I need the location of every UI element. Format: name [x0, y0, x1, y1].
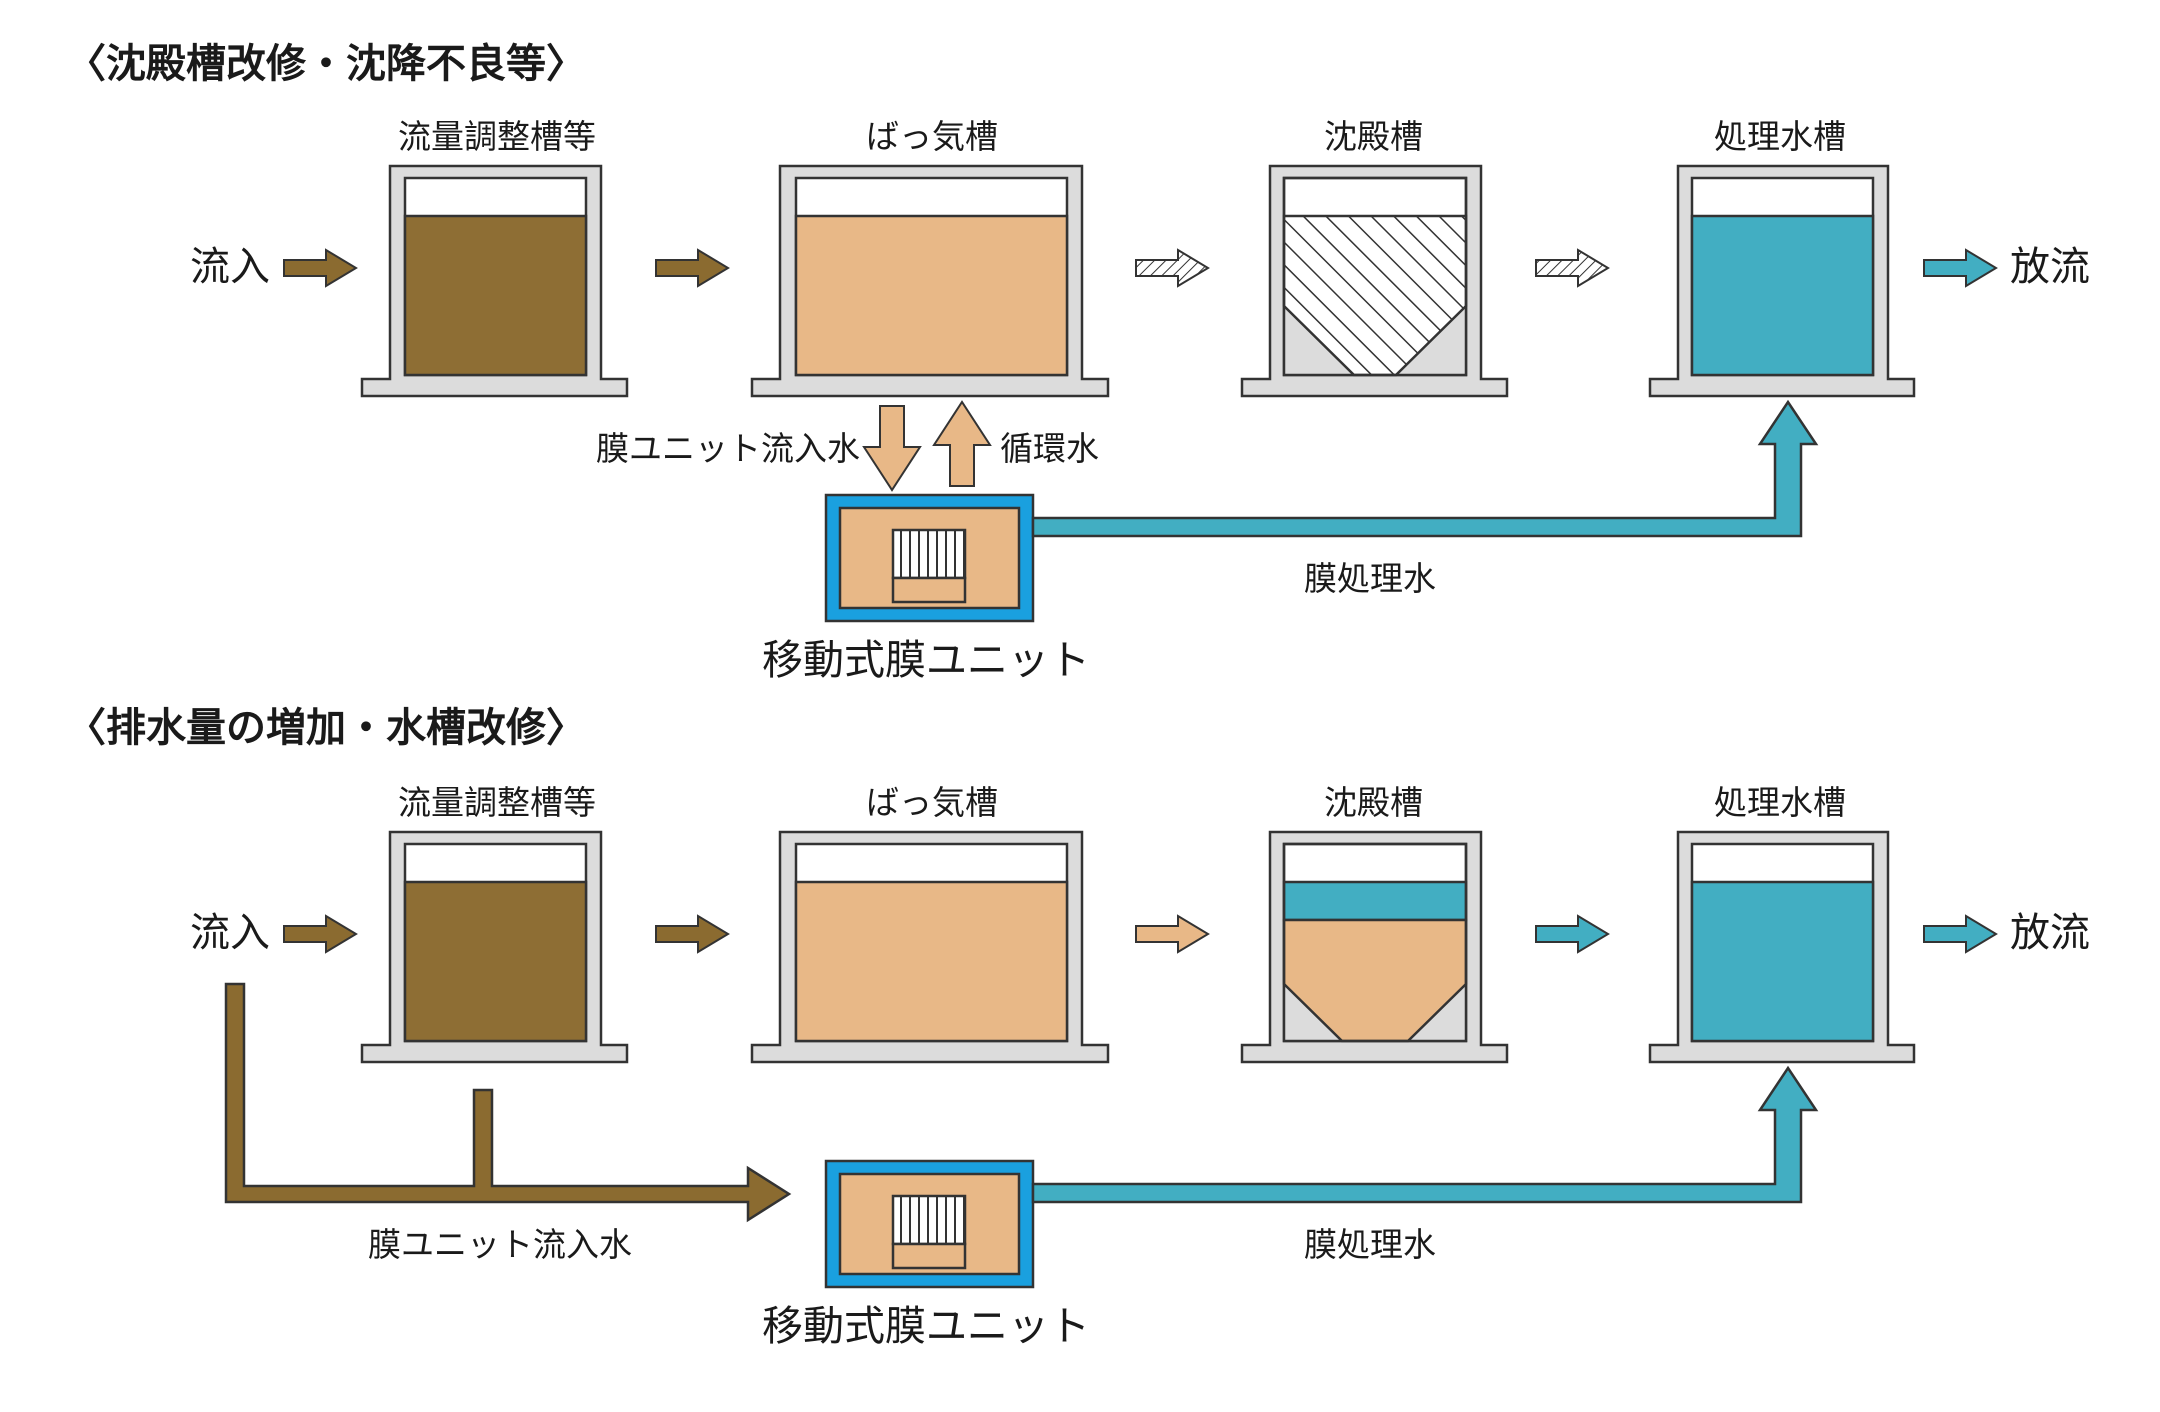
membrane-unit-label-2: 移動式膜ユニット — [762, 1302, 1090, 1350]
tank-sedimentation-2 — [1240, 830, 1509, 1064]
tank-aeration-1 — [750, 164, 1110, 398]
mobile-membrane-unit-2 — [824, 1159, 1035, 1289]
tank-aeration-2 — [750, 830, 1110, 1064]
outflow-label-2: 放流 — [2010, 910, 2090, 956]
membrane-unit-label-1: 移動式膜ユニット — [762, 636, 1090, 684]
tank-sedimentation-1 — [1240, 164, 1509, 398]
recirculation-label-1: 循環水 — [1000, 429, 1099, 468]
clear-water-layer — [1282, 880, 1468, 922]
tank-flow-adjustment-1 — [360, 164, 629, 398]
arrow-inflow-1 — [283, 248, 358, 288]
arrow-tank2-to-tank3-2 — [1135, 914, 1210, 954]
tank1-label: 流量調整槽等 — [398, 783, 596, 822]
section2-heading: 〈排水量の増加・水槽改修〉 — [66, 705, 586, 751]
tank4-label: 処理水槽 — [1714, 117, 1846, 156]
arrow-membrane-inflow-down-1 — [862, 405, 922, 492]
treated-water — [1690, 214, 1875, 377]
tank3-label: 沈殿槽 — [1324, 783, 1423, 822]
arrow-tank3-to-tank4-1 — [1535, 248, 1610, 288]
arrow-tank1-to-tank2-2 — [655, 914, 730, 954]
membrane-inflow-label-2: 膜ユニット流入水 — [368, 1225, 632, 1264]
tank-treated-water-2 — [1648, 830, 1916, 1064]
pipe-membrane-treated-1 — [1031, 399, 1819, 538]
arrow-recirculation-up-1 — [932, 400, 992, 487]
tank2-label: ばっ気槽 — [866, 783, 998, 822]
membrane-treated-label-2: 膜処理水 — [1304, 1225, 1436, 1264]
inflow-label-1: 流入 — [190, 244, 270, 290]
treated-water — [1690, 880, 1875, 1043]
tank3-label: 沈殿槽 — [1324, 117, 1423, 156]
tank-treated-water-1 — [1648, 164, 1916, 398]
tank1-label: 流量調整槽等 — [398, 117, 596, 156]
arrow-inflow-2 — [283, 914, 358, 954]
sludge-liquid — [403, 880, 588, 1043]
tank2-label: ばっ気槽 — [866, 117, 998, 156]
arrow-tank1-to-tank2-1 — [655, 248, 730, 288]
tank-flow-adjustment-2 — [360, 830, 629, 1064]
section1-heading: 〈沈殿槽改修・沈降不良等〉 — [66, 41, 586, 87]
pipe-membrane-treated-2 — [1031, 1065, 1819, 1204]
membrane-module — [891, 528, 967, 580]
membrane-inflow-label-1: 膜ユニット流入水 — [596, 429, 860, 468]
tank4-label: 処理水槽 — [1714, 783, 1846, 822]
arrow-outflow-1 — [1923, 248, 1998, 288]
inflow-label-2: 流入 — [190, 910, 270, 956]
membrane-treated-label-1: 膜処理水 — [1304, 559, 1436, 598]
arrow-tank3-to-tank4-2 — [1535, 914, 1610, 954]
mobile-membrane-unit-1 — [824, 493, 1035, 623]
aeration-liquid — [794, 880, 1069, 1043]
outflow-label-1: 放流 — [2010, 244, 2090, 290]
sludge-liquid — [403, 214, 588, 377]
aeration-liquid — [794, 214, 1069, 377]
membrane-module — [891, 1194, 967, 1246]
arrow-outflow-2 — [1923, 914, 1998, 954]
pipe-bypass-inflow-2 — [224, 982, 792, 1223]
arrow-tank2-to-tank3-1 — [1135, 248, 1210, 288]
